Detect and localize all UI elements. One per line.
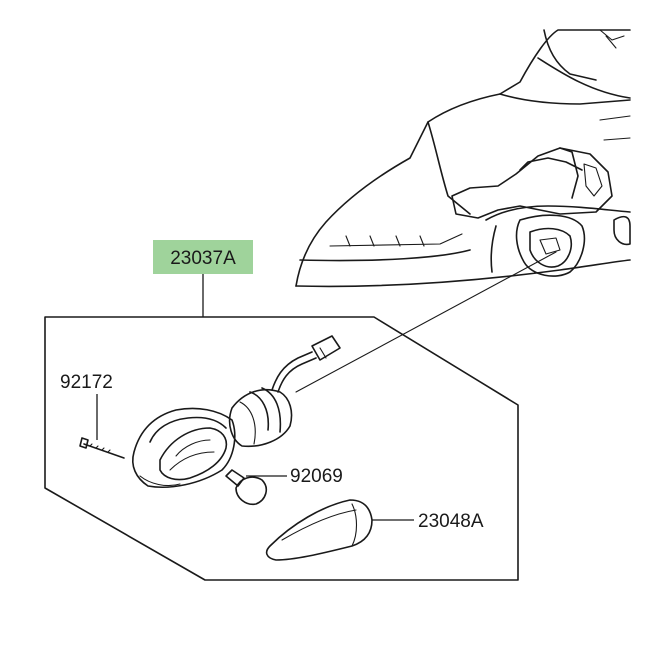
lens <box>265 499 373 561</box>
motorcycle-tail-section <box>295 29 631 288</box>
turn-signal-assembly <box>79 335 341 489</box>
mounting-guide-line <box>295 251 557 393</box>
label-assembly: 23037A <box>170 248 236 269</box>
assembly-highlight <box>153 240 253 274</box>
label-screw: 92172 <box>60 372 113 393</box>
label-bulb: 92069 <box>290 466 343 487</box>
parts-frame <box>44 316 519 581</box>
label-lens: 23048A <box>418 511 484 532</box>
bulb <box>225 469 268 506</box>
